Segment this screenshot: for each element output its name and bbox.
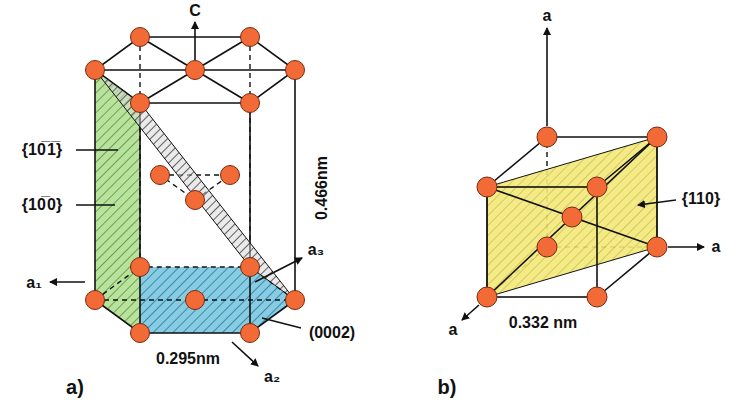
atom [131, 258, 150, 277]
plane-label: {110} [682, 190, 720, 208]
atom [186, 291, 205, 310]
axis-label: a₂ [264, 368, 280, 386]
axis-label: a [543, 7, 552, 25]
dimension: 0.295nm [156, 350, 220, 368]
atom [562, 207, 582, 227]
panel-label: a) [66, 376, 84, 398]
cube-edges [487, 137, 657, 297]
cube-edges [487, 187, 657, 247]
hidden-edges [249, 37, 250, 267]
hidden-edges [139, 37, 140, 267]
panel-label: b) [438, 376, 457, 398]
leader-line [76, 149, 118, 150]
axis-arrow [50, 22, 302, 366]
axis-arrow [255, 258, 302, 282]
atom [151, 166, 170, 185]
axis-label: C [189, 2, 201, 20]
atom [286, 291, 305, 310]
atom [186, 191, 205, 210]
atom [131, 324, 150, 343]
axis-label: a₁ [26, 274, 42, 292]
cube-edges [597, 137, 657, 297]
atom [477, 287, 497, 307]
atom [587, 177, 607, 197]
axis-arrow [194, 22, 196, 60]
atom [647, 127, 667, 147]
dimension: 0.466nm [313, 156, 331, 220]
atom [477, 127, 667, 307]
axis-arrow [232, 342, 258, 366]
leader-line [262, 318, 301, 328]
atom [587, 287, 607, 307]
pyramidal-plane [95, 70, 295, 300]
atom [186, 61, 205, 80]
atom [241, 94, 260, 113]
atom [86, 61, 105, 80]
atom [131, 94, 150, 113]
cube-edges [487, 137, 657, 297]
cube-hidden-edges [487, 137, 657, 297]
hcp-edges [95, 37, 295, 333]
atom [241, 258, 260, 277]
pyramidal-plane [95, 70, 295, 300]
plane-label: (0002) [309, 324, 355, 342]
atom [477, 177, 497, 197]
plane-label: {10̅ 0} [22, 196, 62, 214]
axis-label: a [712, 238, 721, 256]
atom [241, 324, 260, 343]
axis-arrow [546, 28, 548, 126]
leader-line [76, 204, 115, 205]
atom [286, 61, 305, 80]
110-plane [487, 137, 657, 297]
axis-arrow [462, 28, 704, 320]
atom [131, 28, 150, 47]
atom [86, 28, 305, 343]
leader-line [638, 200, 676, 205]
leader-line [638, 200, 676, 205]
110-plane [487, 137, 657, 297]
hidden-edges [95, 37, 295, 300]
hcp-edges [94, 70, 96, 300]
dimension: 0.332 nm [509, 314, 577, 332]
axis-arrow [50, 281, 85, 283]
atom [537, 237, 557, 257]
axis-label: a [449, 321, 458, 339]
plane-label: {10̅ 1̅} [22, 141, 62, 159]
atom [86, 291, 105, 310]
atom [241, 28, 260, 47]
hcp-edges [294, 70, 296, 300]
atom [537, 127, 557, 147]
axis-arrow [668, 246, 704, 248]
leader-line [76, 150, 301, 328]
atom [221, 166, 240, 185]
axis-arrow [462, 305, 479, 320]
atom [647, 237, 667, 257]
axis-label: a₃ [308, 241, 324, 259]
